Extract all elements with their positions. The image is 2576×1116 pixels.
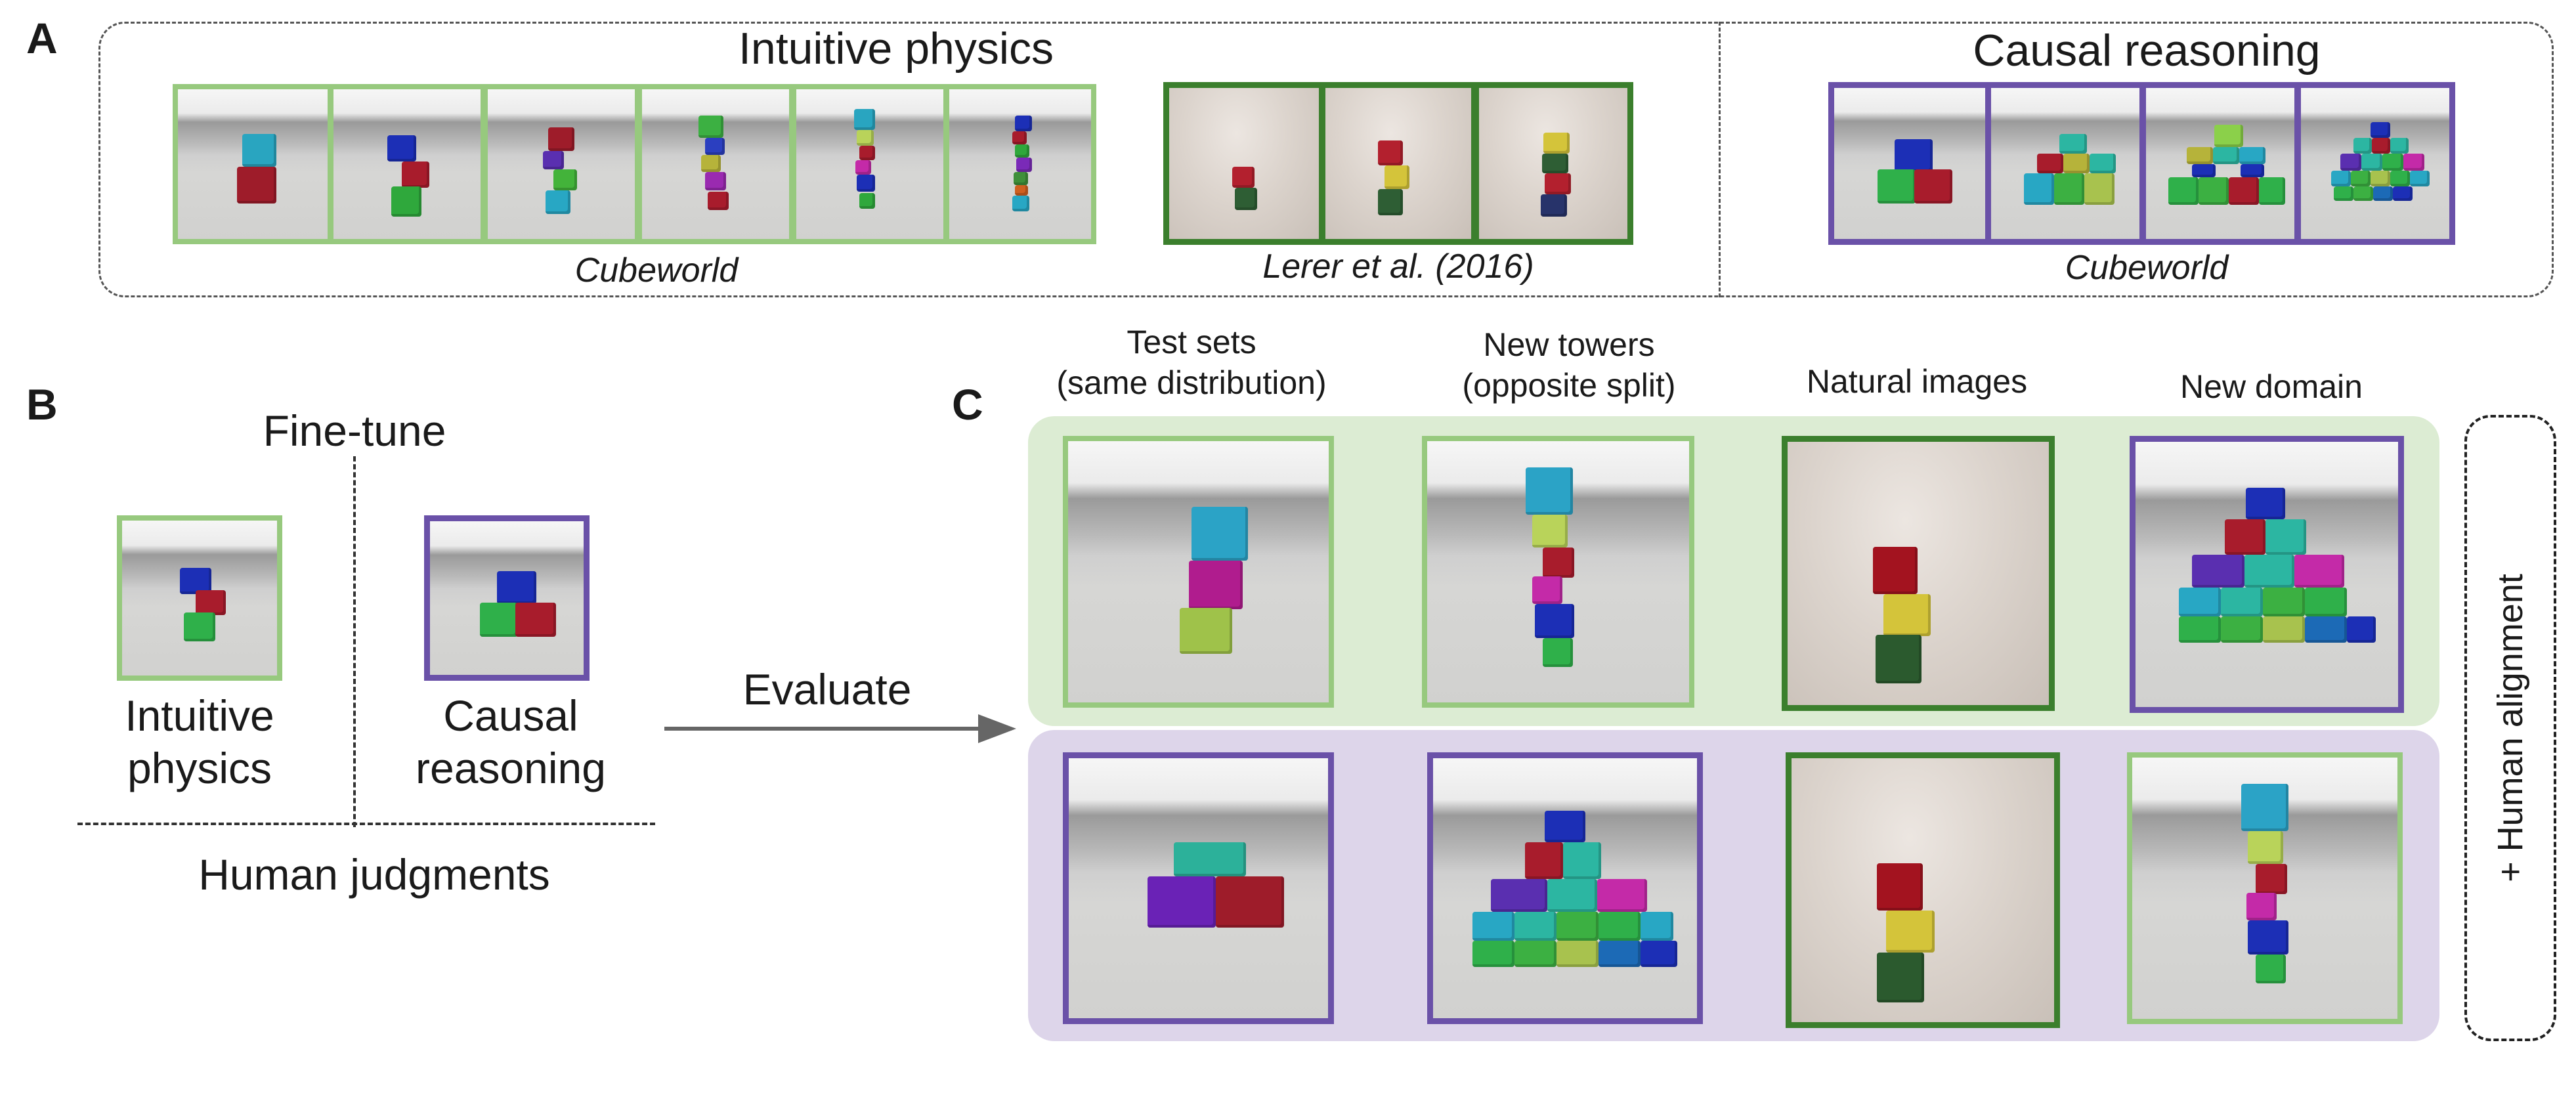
- cubeworld-thumb-3: [483, 84, 640, 244]
- column-header-new-towers: New towers (opposite split): [1462, 326, 1676, 404]
- row1-new-towers-image: [1422, 436, 1694, 708]
- intuitive-physics-title: Intuitive physics: [739, 24, 1054, 74]
- column-header-new-domain: New domain: [2180, 368, 2363, 405]
- label-evaluate: Evaluate: [742, 665, 912, 714]
- panel-b-letter: B: [26, 380, 58, 429]
- panel-b-vertical-divider: [353, 456, 356, 827]
- row1-natural-image: [1782, 436, 2055, 711]
- column-header-natural-images: Natural images: [1806, 363, 2028, 400]
- cubeworld-thumb-4: [637, 84, 794, 244]
- causal-reasoning-title: Causal reasoning: [1973, 26, 2321, 75]
- row2-natural-image: [1786, 752, 2060, 1028]
- panel-b-horizontal-divider: [77, 823, 655, 825]
- causal-thumb-2: [1985, 82, 2145, 245]
- causal-thumb-1: [1828, 82, 1991, 245]
- finetune-causal-image: [424, 515, 590, 681]
- row1-test-set-image: [1063, 436, 1334, 708]
- lerer-thumb-2: [1320, 82, 1477, 245]
- label-intuitive-physics: Intuitive physics: [125, 691, 274, 792]
- row2-new-towers-image: [1427, 752, 1703, 1024]
- human-alignment-box: [2464, 415, 2556, 1041]
- finetune-intuitive-image: [117, 515, 282, 681]
- panel-a-box: [98, 22, 2554, 297]
- label-human-judgments: Human judgments: [198, 850, 550, 899]
- panel-c-letter: C: [952, 380, 983, 429]
- panel-a-divider: [1719, 22, 1721, 297]
- caption-cubeworld-intuitive: Cubeworld: [574, 251, 739, 290]
- cubeworld-thumb-1: [173, 84, 333, 244]
- evaluate-arrow: [664, 714, 1016, 743]
- cubeworld-thumb-6: [944, 84, 1096, 244]
- label-causal-reasoning: Causal reasoning: [416, 691, 606, 792]
- row2-new-domain-image: [2127, 752, 2403, 1024]
- finetune-label: Fine-tune: [263, 406, 446, 455]
- column-header-test-sets: Test sets (same distribution): [1056, 324, 1327, 401]
- causal-thumb-4: [2295, 82, 2455, 245]
- caption-cubeworld-causal: Cubeworld: [2065, 249, 2229, 287]
- panel-a-letter: A: [26, 14, 58, 62]
- cubeworld-thumb-5: [791, 84, 949, 244]
- lerer-thumb-3: [1473, 82, 1633, 245]
- caption-lerer: Lerer et al. (2016): [1262, 247, 1534, 286]
- row1-new-domain-image: [2130, 436, 2404, 713]
- cubeworld-thumb-2: [328, 84, 486, 244]
- human-alignment-label: + Human alignment: [2491, 574, 2530, 882]
- lerer-thumb-1: [1163, 82, 1325, 245]
- causal-thumb-3: [2140, 82, 2300, 245]
- row2-test-set-image: [1063, 752, 1334, 1024]
